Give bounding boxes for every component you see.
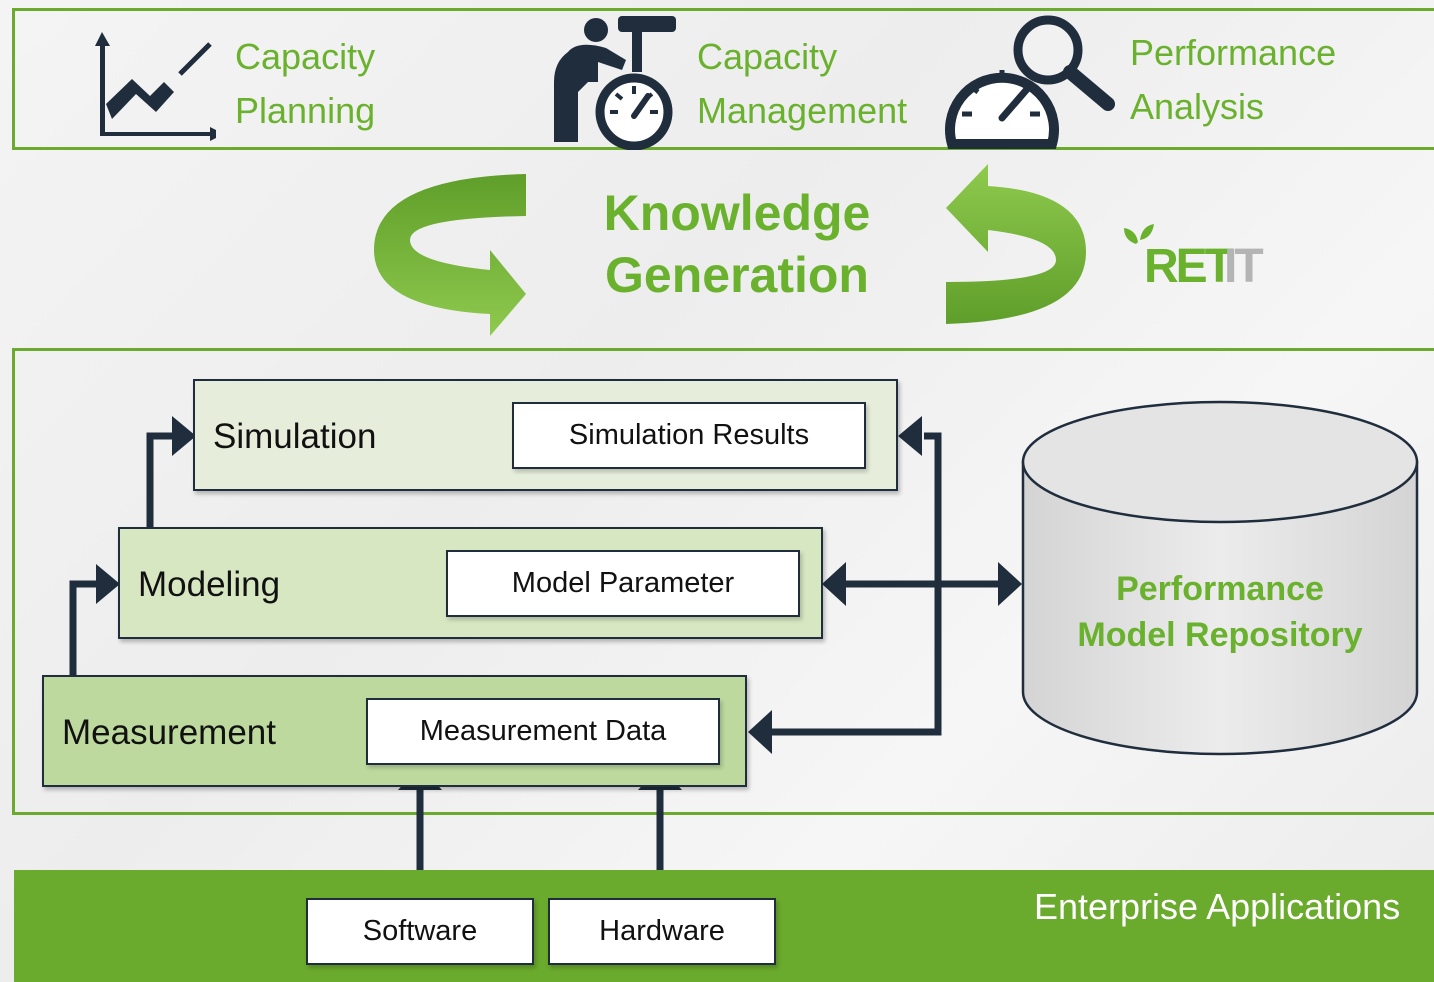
simulation-label: Simulation [213, 417, 377, 456]
capacity-management-label-2: Management [697, 90, 908, 131]
performance-analysis-label-2: Analysis [1130, 86, 1265, 127]
simulation-results-box: Simulation Results [512, 402, 866, 469]
capacity-management-label-1: Capacity [697, 36, 838, 77]
performance-engineering-panel [12, 348, 1434, 815]
model-parameter-box: Model Parameter [446, 550, 800, 617]
hardware-box: Hardware [548, 898, 776, 965]
repository-title-2: Model Repository [1077, 616, 1363, 654]
svg-text:RET: RET [1144, 240, 1234, 290]
repository-title-1: Performance [1116, 570, 1324, 608]
svg-text:IT: IT [1224, 240, 1263, 290]
top-activities-panel [12, 8, 1434, 150]
capacity-planning-label-1: Capacity [235, 36, 376, 77]
knowledge-generation-title-1: Knowledge [603, 185, 871, 241]
retit-logo: RET IT [1124, 224, 1266, 290]
modeling-label: Modeling [138, 565, 281, 604]
software-box: Software [306, 898, 534, 965]
cycle-arrow-right-icon [946, 164, 1086, 324]
line-chart-icon [95, 32, 216, 141]
measurement-data-box: Measurement Data [366, 698, 720, 765]
measurement-label: Measurement [62, 713, 276, 752]
person-gauge-icon [554, 16, 676, 150]
knowledge-generation-title-2: Generation [605, 247, 869, 303]
cycle-arrow-left-icon [374, 174, 526, 336]
enterprise-applications-label: Enterprise Applications [1034, 886, 1401, 927]
capacity-planning-label-2: Planning [235, 90, 376, 131]
performance-analysis-label-1: Performance [1130, 32, 1337, 73]
repository-cylinder-icon [1021, 400, 1419, 756]
gauge-magnifier-icon [945, 15, 1115, 149]
